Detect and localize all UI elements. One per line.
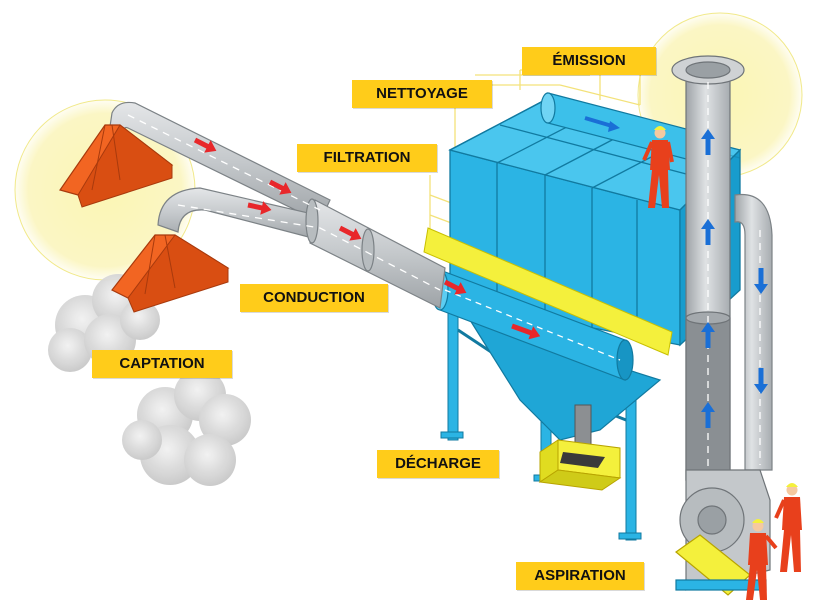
red-flow-arrows [193,137,541,340]
worker-front [746,519,778,600]
discharge-bin [538,439,622,491]
intake-ducts [107,101,446,309]
label-filtration: FILTRATION [297,144,437,172]
blue-arrows-up [701,129,715,428]
label-nettoyage: NETTOYAGE [352,80,492,108]
capture-hood-upper [59,124,174,208]
worker-back [774,483,802,572]
dust-cloud-lower [122,369,251,486]
label-decharge: DÉCHARGE [377,450,499,478]
label-aspiration: ASPIRATION [516,562,644,590]
blue-arrows-down [754,268,768,394]
label-captation: CAPTATION [92,350,232,378]
label-conduction: CONDUCTION [240,284,388,312]
label-emission: ÉMISSION [522,47,656,75]
filter-band [423,227,673,356]
worker-on-roof [642,126,674,208]
capture-hood-lower [111,234,230,313]
